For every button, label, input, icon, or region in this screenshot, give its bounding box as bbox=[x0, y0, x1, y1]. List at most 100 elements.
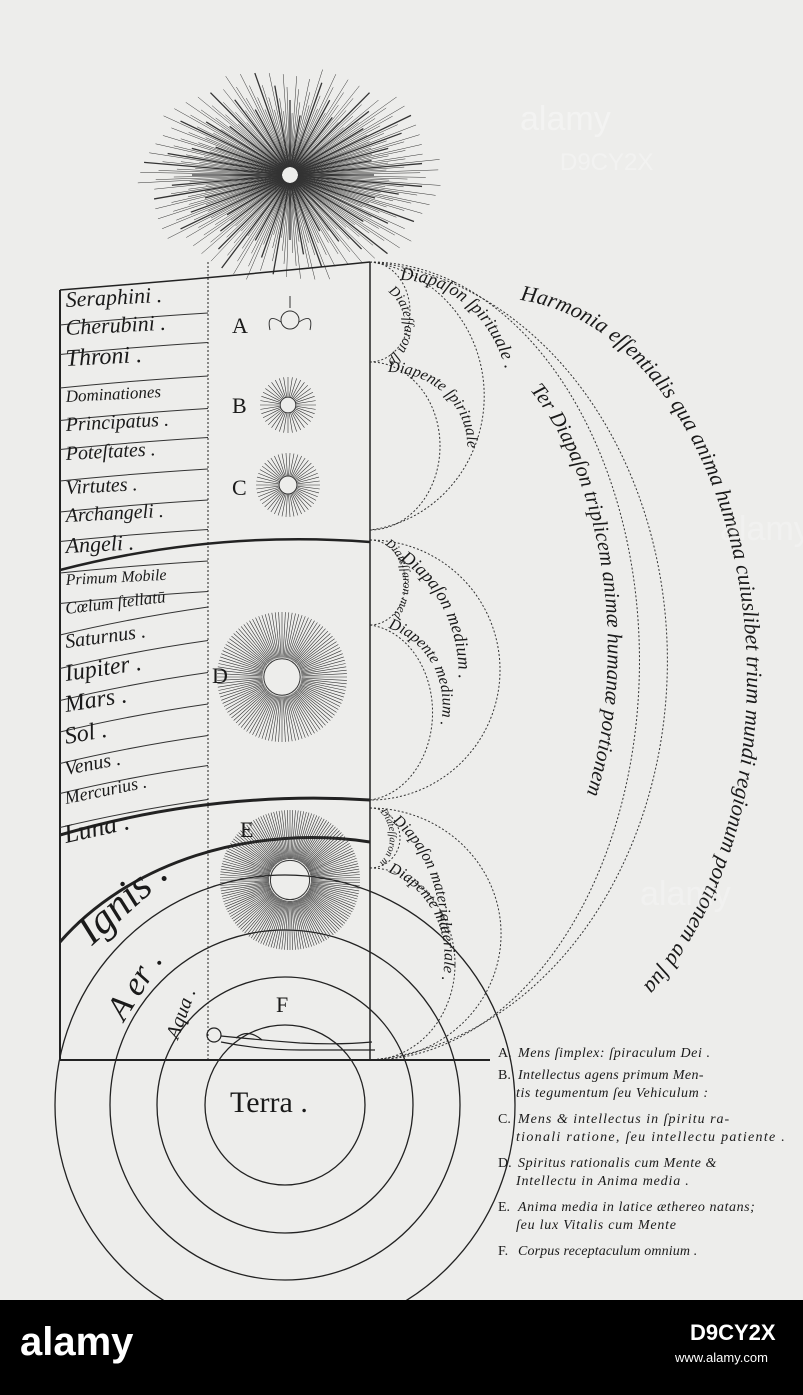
sun-ray bbox=[296, 178, 397, 218]
rosette-ray bbox=[261, 396, 281, 403]
sun-ray bbox=[204, 156, 283, 173]
rosette-ray bbox=[230, 843, 273, 870]
rosette-ray bbox=[295, 396, 315, 403]
hierarchy-label: Throni . bbox=[65, 342, 143, 372]
sun-ray bbox=[296, 124, 398, 171]
rosette-ray bbox=[289, 694, 309, 737]
label-terra: Terra . bbox=[230, 1086, 308, 1119]
sun-ray bbox=[254, 182, 288, 241]
rosette-ray bbox=[262, 815, 283, 861]
rosette-face bbox=[269, 859, 311, 901]
hierarchy-label: Seraphini . bbox=[65, 282, 163, 312]
sun-ray bbox=[199, 162, 283, 174]
rosette-ray bbox=[252, 618, 274, 660]
sun-ray bbox=[292, 74, 337, 168]
sun-ray bbox=[296, 179, 372, 218]
rosette-ray bbox=[298, 641, 337, 667]
row-divider bbox=[59, 735, 209, 764]
sun-ray bbox=[188, 176, 283, 190]
rosette-ray bbox=[306, 838, 347, 868]
rosette-ray bbox=[298, 687, 337, 713]
hierarchy-label: Principatus . bbox=[64, 409, 169, 436]
sun-ray bbox=[295, 128, 364, 171]
rosette-c-icon bbox=[256, 453, 320, 517]
rosette-ray bbox=[306, 836, 346, 868]
row-divider bbox=[59, 672, 209, 701]
sun-ray bbox=[291, 182, 316, 280]
rosette-ray bbox=[270, 457, 284, 478]
rosette-ray bbox=[301, 897, 330, 939]
rosette-ray bbox=[224, 855, 271, 874]
rosette-ray bbox=[297, 487, 320, 494]
sun-ray bbox=[236, 86, 288, 168]
rosette-ray bbox=[289, 617, 309, 660]
sun-ray bbox=[205, 137, 284, 172]
hierarchy-frame bbox=[59, 261, 490, 1061]
rosette-ray bbox=[291, 620, 315, 661]
sun-ray bbox=[295, 105, 405, 171]
sun-ray bbox=[292, 99, 331, 168]
legend-letter: D. bbox=[498, 1156, 512, 1171]
sun-ray bbox=[294, 181, 350, 240]
rosette-ray bbox=[258, 695, 276, 738]
rosette-ray bbox=[268, 899, 284, 947]
rosette-ray bbox=[231, 891, 273, 920]
rosette-ray bbox=[306, 892, 347, 922]
stock-banner: alamy D9CY2X www.alamy.com bbox=[0, 1300, 803, 1390]
hierarchy-label: Venus . bbox=[63, 748, 123, 780]
sun-ray bbox=[297, 175, 408, 180]
letter-a: A bbox=[232, 313, 248, 338]
rosette-ray bbox=[308, 888, 354, 910]
arc-diapente-medium: Diapente medium . bbox=[386, 615, 456, 728]
rosette-ray bbox=[291, 412, 301, 431]
rosette-ray bbox=[223, 685, 265, 707]
rosette-ray bbox=[253, 897, 280, 940]
sun-ray bbox=[296, 114, 412, 172]
sun-ray bbox=[290, 182, 297, 266]
sun-ray bbox=[297, 177, 430, 205]
sun-ray bbox=[227, 181, 287, 256]
rosette-ray bbox=[290, 694, 312, 736]
sun-ray bbox=[162, 161, 283, 175]
rosette-ray bbox=[296, 488, 318, 498]
rosette-ray bbox=[271, 411, 284, 428]
rosette-ray bbox=[240, 894, 276, 930]
cosmic-harmony-diagram: Seraphini .Cherubini .Throni .Domination… bbox=[0, 0, 785, 1300]
rosette-ray bbox=[227, 889, 272, 913]
rosette-ray bbox=[217, 678, 263, 685]
sun-ray bbox=[162, 135, 283, 173]
angel-head-icon bbox=[268, 296, 312, 331]
rosette-ray bbox=[259, 489, 280, 501]
rosette-ray bbox=[281, 494, 287, 517]
rosette-ray bbox=[261, 695, 277, 739]
rosette-ray bbox=[221, 883, 270, 894]
rosette-ray bbox=[292, 900, 299, 950]
rosette-ray bbox=[277, 454, 286, 476]
rosette-ray bbox=[223, 886, 271, 902]
rosette-ray bbox=[305, 834, 344, 867]
sun-ray bbox=[294, 181, 360, 237]
rosette-ray bbox=[264, 695, 278, 740]
rosette-ray bbox=[278, 696, 282, 742]
sun-ray bbox=[295, 179, 364, 222]
rosette-ray bbox=[290, 494, 299, 516]
sun-ray bbox=[297, 153, 423, 174]
sun-ray bbox=[295, 96, 397, 170]
row-dividers bbox=[59, 312, 209, 828]
sun-ray bbox=[294, 127, 344, 169]
rosette-ray bbox=[252, 694, 274, 736]
rosette-ray bbox=[238, 628, 270, 663]
row-divider bbox=[59, 468, 209, 482]
rosette-e-icon bbox=[220, 810, 360, 950]
hierarchy-label: Dominationes bbox=[64, 382, 162, 406]
rosette-ray bbox=[222, 650, 265, 670]
rosette-ray bbox=[310, 871, 360, 878]
rosette-ray bbox=[308, 850, 354, 872]
rosette-ray bbox=[295, 630, 329, 664]
rosette-ray bbox=[305, 893, 344, 926]
rosette-ray bbox=[308, 889, 352, 915]
rosette-ray bbox=[289, 453, 295, 476]
rosette-ray bbox=[230, 890, 273, 917]
rosette-ray bbox=[256, 476, 279, 483]
rosette-ray bbox=[293, 811, 304, 860]
